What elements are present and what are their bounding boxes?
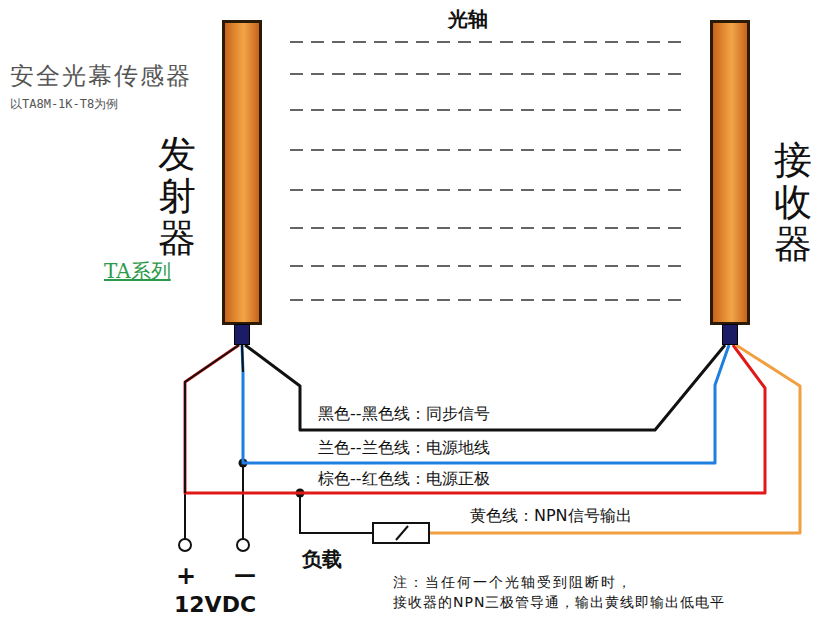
- connector-group: [185, 345, 800, 533]
- load-box: 负载: [372, 522, 430, 544]
- note-line: 接收器的NPN三极管导通，输出黄线即输出低电平: [393, 594, 725, 612]
- voltage-label: 12VDC: [174, 592, 256, 617]
- emitter-bar: 发射器: [222, 20, 262, 345]
- note-line: 注：当任何一个光轴受到阻断时，: [393, 574, 633, 592]
- sensor-housing: [710, 20, 750, 325]
- cable-gland: [234, 324, 250, 345]
- device-name: 发射器: [158, 134, 196, 259]
- wire-connector: [242, 345, 729, 463]
- supply-terminals: [179, 539, 249, 551]
- beam-label: 光轴: [448, 6, 488, 33]
- load-slash: [374, 524, 428, 542]
- diagram-title: 安全光幕传感器: [10, 60, 192, 92]
- plus-sign: +: [176, 562, 196, 590]
- sensor-housing: [222, 20, 262, 325]
- load-label: 负载: [302, 546, 342, 573]
- cable-gland: [722, 324, 738, 345]
- wire-connector: [185, 345, 765, 493]
- series-label: TA系列: [104, 258, 171, 285]
- model-note: 以TA8M-1K-T8为例: [10, 96, 118, 113]
- light-beams: [290, 42, 688, 300]
- device-name: 接收器: [774, 140, 812, 265]
- minus-sign: —: [234, 562, 256, 587]
- wire-label: 棕色--红色线：电源正极: [318, 469, 490, 489]
- wire-label: 兰色--兰色线：电源地线: [318, 438, 490, 458]
- wire-label: 黄色线：NPN信号输出: [470, 506, 632, 526]
- wire-connector: [245, 345, 725, 430]
- load-symbol: [372, 522, 430, 544]
- receiver-bar: 接收器: [710, 20, 750, 345]
- wire-label: 黑色--黑色线：同步信号: [318, 404, 490, 424]
